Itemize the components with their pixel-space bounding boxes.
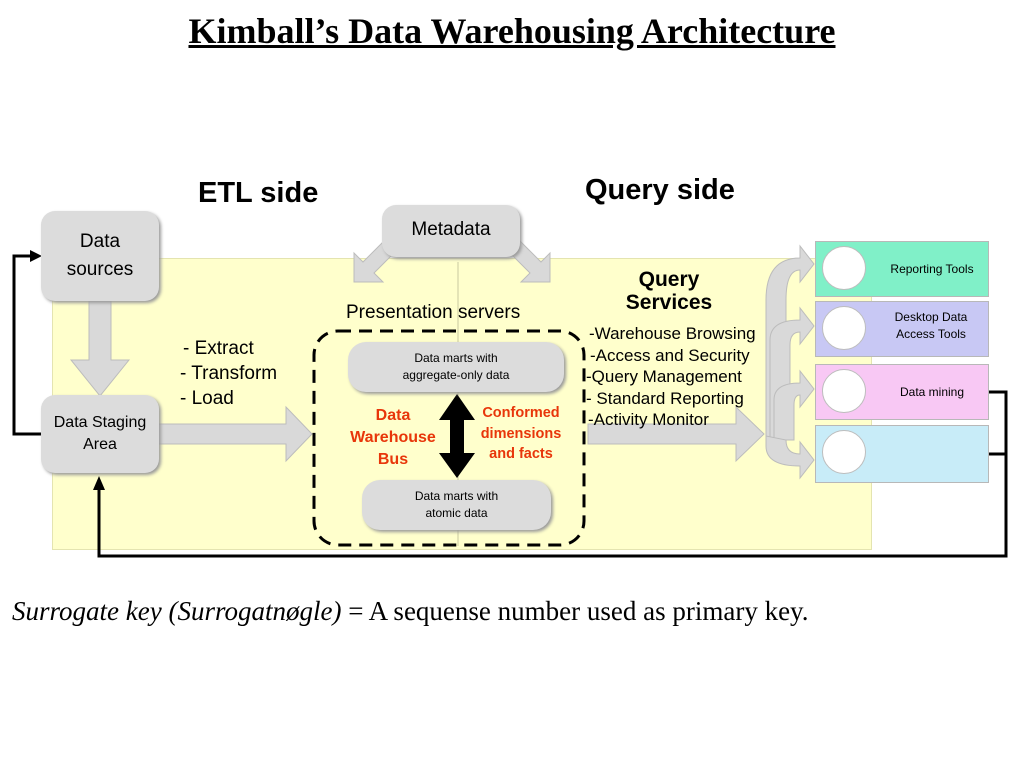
mart-atomic-line-1: Data marts with xyxy=(414,489,499,503)
metadata-label: Metadata xyxy=(411,219,491,240)
mart-atomic-line-2: atomic data xyxy=(425,506,488,520)
mart-aggregate-line-2: aggregate-only data xyxy=(402,368,510,382)
query-services-heading: Query Services xyxy=(606,268,732,314)
conformed-line-2: dimensions xyxy=(480,425,562,442)
mart-atomic-box: Data marts with atomic data xyxy=(362,480,551,530)
etl-step-transform: - Transform xyxy=(180,363,278,384)
tool-reporting-label: Reporting Tools xyxy=(890,262,974,276)
data-sources-line-1: Data xyxy=(79,231,121,252)
feedback-line-tools xyxy=(97,390,1008,558)
service-access-security: -Access and Security xyxy=(590,345,750,365)
surrogate-key-term: Surrogate key (Surrogatnøgle) xyxy=(12,596,342,626)
bus-label: Data Warehouse Bus xyxy=(338,405,448,471)
tool-desktop-line-1: Desktop Data xyxy=(894,310,968,324)
tool-data-mining-icon xyxy=(822,369,866,413)
presentation-boundary xyxy=(312,329,586,547)
staging-line-1: Data Staging xyxy=(53,414,147,431)
bus-double-arrow xyxy=(439,394,475,478)
arrow-presentation-to-query xyxy=(587,405,765,463)
service-warehouse-browsing: -Warehouse Browsing xyxy=(589,324,756,343)
conformed-label: Conformed dimensions and facts xyxy=(468,403,574,465)
etl-step-extract: - Extract xyxy=(183,338,254,359)
conformed-line-1: Conformed xyxy=(482,405,560,421)
etl-side-heading: ETL side xyxy=(198,177,319,209)
tool-desktop-line-2: Access Tools xyxy=(896,327,966,341)
bus-line-2: Warehouse xyxy=(350,429,436,446)
etl-step-load: - Load xyxy=(180,388,234,409)
feedback-line-sources xyxy=(12,254,42,436)
tool-reporting: Reporting Tools xyxy=(815,241,989,297)
tool-data-mining-label: Data mining xyxy=(899,385,965,399)
arrow-sources-to-staging xyxy=(69,299,131,397)
tool-unlabeled xyxy=(815,425,989,483)
tool-data-mining: Data mining xyxy=(815,364,989,420)
staging-line-2: Area xyxy=(83,436,117,453)
data-sources-line-2: sources xyxy=(66,259,134,280)
data-staging-box: Data Staging Area xyxy=(41,395,159,473)
arrow-staging-to-presentation xyxy=(157,405,313,463)
query-services-line-1: Query xyxy=(638,268,700,291)
tool-reporting-icon xyxy=(822,246,866,290)
surrogate-key-definition: = A sequense number used as primary key. xyxy=(341,596,809,626)
query-services-list: -Warehouse Browsing -Access and Security… xyxy=(586,323,756,431)
etl-steps: - Extract - Transform - Load xyxy=(180,336,277,411)
tool-unlabeled-icon xyxy=(822,430,866,474)
service-activity-monitor: -Activity Monitor xyxy=(588,410,709,429)
tool-desktop-access-label: Desktop Data Access Tools xyxy=(876,309,986,343)
surrogate-key-note: Surrogate key (Surrogatnøgle) = A sequen… xyxy=(12,596,809,627)
bus-line-1: Data xyxy=(375,407,411,424)
metadata-box: Metadata xyxy=(382,205,520,257)
presentation-servers-label: Presentation servers xyxy=(346,302,521,323)
page-title: Kimball’s Data Warehousing Architecture xyxy=(188,11,836,51)
bus-line-3: Bus xyxy=(377,451,409,468)
feedback-arrowhead-sources xyxy=(30,250,42,262)
data-sources-box: Data sources xyxy=(41,211,159,301)
feedback-arrowhead-staging xyxy=(93,476,105,490)
service-query-management: -Query Management xyxy=(586,367,742,386)
service-standard-reporting: - Standard Reporting xyxy=(586,388,744,408)
tool-desktop-access: Desktop Data Access Tools xyxy=(815,301,989,357)
conformed-line-3: and facts xyxy=(489,446,553,462)
query-side-heading: Query side xyxy=(585,174,735,206)
arrows-fan-to-tools xyxy=(765,244,815,480)
mart-aggregate-line-1: Data marts with xyxy=(414,351,498,365)
query-services-line-2: Services xyxy=(625,291,713,314)
mart-aggregate-box: Data marts with aggregate-only data xyxy=(348,342,564,392)
tool-desktop-access-icon xyxy=(822,306,866,350)
